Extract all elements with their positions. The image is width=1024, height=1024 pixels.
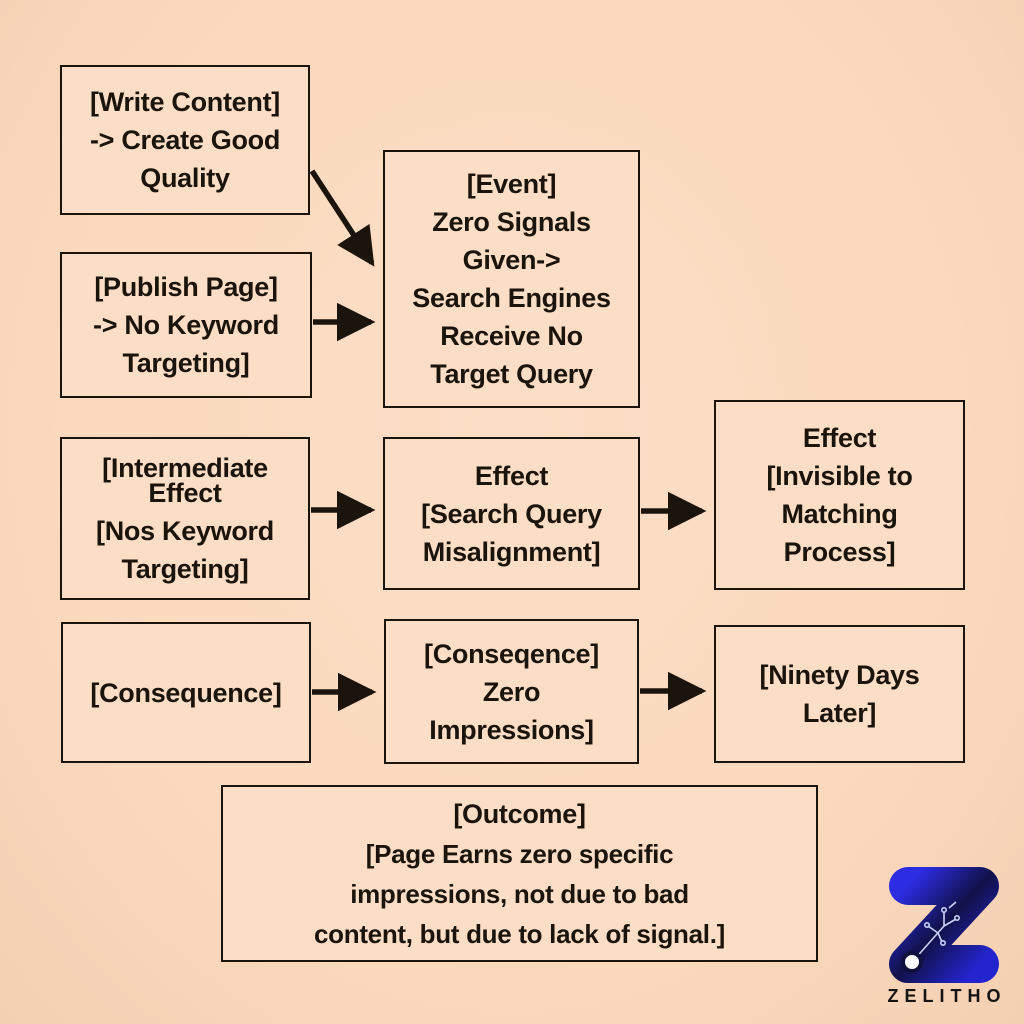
node-line: [Event] xyxy=(466,169,557,199)
node-line: [Search Query xyxy=(421,498,602,529)
node-line: content, but due to lack of signal.] xyxy=(314,918,725,949)
node-outcome: [Outcome] [Page Earns zero specific impr… xyxy=(221,785,818,962)
node-line: Impressions] xyxy=(429,714,594,745)
brand-wordmark: ZELITHO xyxy=(887,986,1007,1006)
node-line: [Intermediate xyxy=(102,453,268,483)
node-line: -> Create Good xyxy=(89,125,281,155)
zelitho-logo-z-icon xyxy=(889,867,999,983)
node-line: Zero xyxy=(482,676,541,707)
node-consequence: [Consequence] xyxy=(61,622,311,763)
arrow-write-to-event xyxy=(309,169,375,267)
node-line: Target Query xyxy=(430,359,593,389)
node-line: -> No Keyword xyxy=(93,310,279,340)
node-line: [Page Earns zero specific xyxy=(365,838,674,869)
node-ninety-days-later: [Ninety Days Later] xyxy=(714,625,965,763)
node-line: Matching xyxy=(781,499,898,529)
node-line: Later] xyxy=(802,698,877,728)
node-line: Quality xyxy=(140,163,230,193)
node-line: Receive No xyxy=(440,321,583,351)
node-line: [Publish Page] xyxy=(94,272,278,302)
node-line: Targeting] xyxy=(121,554,249,584)
node-line: Effect xyxy=(148,478,222,508)
node-line: Targeting] xyxy=(122,348,250,378)
node-line: impressions, not due to bad xyxy=(350,878,689,909)
node-line: [Nos Keyword xyxy=(96,516,274,546)
node-consequence-zero: [Conseqence] Zero Impressions] xyxy=(384,619,639,764)
node-effect-search-query: Effect [Search Query Misalignment] xyxy=(383,437,640,590)
node-publish-page: [Publish Page] -> No Keyword Targeting] xyxy=(60,252,312,398)
node-line: [Ninety Days xyxy=(759,660,920,690)
circuit-traces-icon xyxy=(913,901,961,961)
node-event-zero-signals: [Event] Zero Signals Given-> Search Engi… xyxy=(383,150,640,408)
node-line: Effect xyxy=(802,423,877,453)
node-line: Misalignment] xyxy=(422,536,601,567)
node-line: Process] xyxy=(783,537,896,567)
node-line: [Invisible to xyxy=(766,461,913,491)
circuit-dot-icon xyxy=(901,951,923,973)
node-line: [Conseqence] xyxy=(424,638,599,669)
node-line: Search Engines xyxy=(412,283,611,313)
node-write-content: [Write Content] -> Create Good Quality xyxy=(60,65,310,215)
node-line: Zero Signals xyxy=(432,207,591,237)
node-line: [Write Content] xyxy=(90,87,280,117)
node-line: Effect xyxy=(474,460,549,491)
node-line: Given-> xyxy=(462,245,561,275)
node-line: [Consequence] xyxy=(90,677,282,708)
node-line: [Outcome] xyxy=(453,798,586,829)
node-effect-invisible: Effect [Invisible to Matching Process] xyxy=(714,400,965,590)
node-intermediate-effect: [Intermediate Effect [Nos Keyword Target… xyxy=(60,437,310,600)
